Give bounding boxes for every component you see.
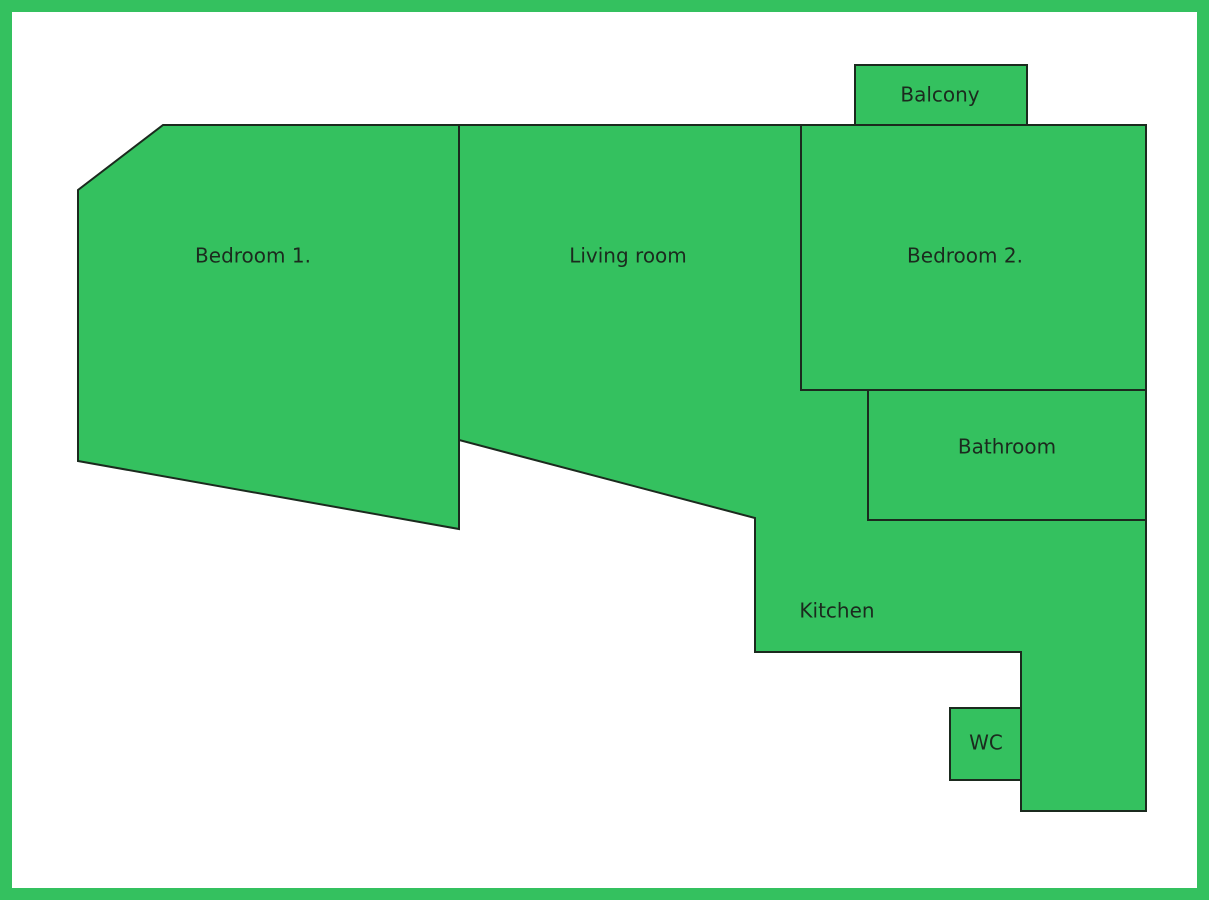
wc-label: WC	[969, 731, 1003, 755]
labels-layer: Balcony Bedroom 1. Living room Bedroom 2…	[195, 83, 1056, 755]
balcony-label: Balcony	[900, 83, 979, 107]
bedroom-1-label: Bedroom 1.	[195, 244, 311, 268]
kitchen-label: Kitchen	[799, 599, 874, 623]
room-wc[interactable]	[949, 707, 1022, 781]
bedroom-2-label: Bedroom 2.	[907, 244, 1023, 268]
room-bathroom[interactable]	[867, 389, 1147, 521]
rooms-layer	[77, 64, 1147, 812]
room-bedroom-1[interactable]	[77, 124, 460, 531]
bathroom-label: Bathroom	[958, 435, 1056, 459]
living-room-label: Living room	[569, 244, 687, 268]
